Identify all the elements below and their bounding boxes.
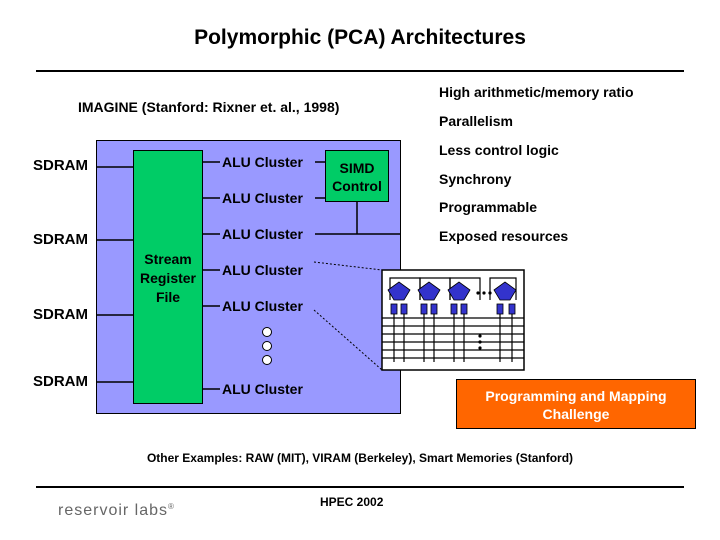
ellipsis-dot <box>262 327 272 337</box>
sdram-label-3: SDRAM <box>33 306 88 323</box>
sdram-label-2: SDRAM <box>33 231 88 248</box>
other-examples: Other Examples: RAW (MIT), VIRAM (Berkel… <box>146 451 574 465</box>
alu-cluster-label-5: ALU Cluster <box>222 298 303 314</box>
ellipsis-dot <box>262 341 272 351</box>
feature-programmable: Programmable <box>439 199 538 215</box>
ellipsis-dot <box>262 355 272 365</box>
feature-exposed-resources: Exposed resources <box>439 228 569 244</box>
alu-cluster-label-1: ALU Cluster <box>222 154 303 170</box>
alu-cluster-detail <box>381 269 525 371</box>
alu-cluster-label-3: ALU Cluster <box>222 226 303 242</box>
stream-register-file-block <box>133 150 203 404</box>
title-divider <box>36 70 684 72</box>
zoom-line-bottom <box>313 309 383 371</box>
slide-title: Polymorphic (PCA) Architectures <box>194 26 526 49</box>
simd-control-block <box>325 150 389 202</box>
event-label: HPEC 2002 <box>320 495 384 509</box>
feature-less-control-logic: Less control logic <box>439 142 559 158</box>
sdram-label-4: SDRAM <box>33 373 88 390</box>
logo-text: reservoir labs <box>58 502 169 519</box>
simd-control-label: SIMD Control <box>332 160 382 194</box>
zoom-line-top <box>313 261 383 271</box>
logo-registered-mark: ® <box>168 502 175 511</box>
reservoir-labs-logo: reservoir labs® <box>58 502 175 520</box>
feature-parallelism: Parallelism <box>439 113 513 129</box>
stream-register-file-label: Stream Register File <box>139 251 197 305</box>
sdram-label-1: SDRAM <box>33 157 88 174</box>
footer-divider <box>36 486 684 488</box>
alu-cluster-label-2: ALU Cluster <box>222 190 303 206</box>
challenge-box <box>456 379 696 429</box>
challenge-label: Programming and Mapping Challenge <box>485 388 667 422</box>
alu-cluster-label-4: ALU Cluster <box>222 262 303 278</box>
feature-arith-memory-ratio: High arithmetic/memory ratio <box>439 84 634 100</box>
feature-synchrony: Synchrony <box>439 171 512 187</box>
imagine-label: IMAGINE (Stanford: Rixner et. al., 1998) <box>78 99 340 115</box>
alu-cluster-label-6: ALU Cluster <box>222 381 303 397</box>
